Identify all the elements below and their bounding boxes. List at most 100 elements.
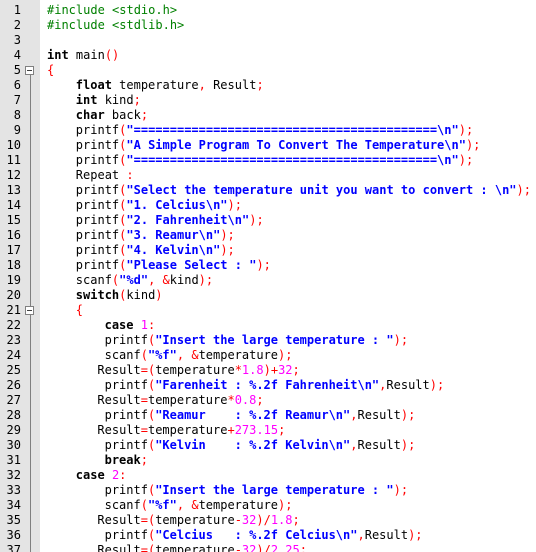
code-line[interactable]: printf("Insert the large temperature : "… bbox=[105, 333, 408, 348]
code-token: "A Simple Program To Convert The Tempera… bbox=[126, 138, 466, 152]
code-token: ); bbox=[408, 528, 423, 542]
code-area[interactable]: #include <stdio.h>#include <stdlib.h> int… bbox=[40, 0, 536, 552]
code-token: ( bbox=[147, 438, 156, 452]
code-token: Result bbox=[97, 393, 141, 407]
code-line[interactable]: Result=(temperature-32)/1.8; bbox=[97, 513, 299, 528]
code-line[interactable]: printf("Kelvin : %.2f Kelvin\n",Result); bbox=[105, 438, 416, 453]
code-line[interactable]: printf("2. Fahrenheit\n"); bbox=[76, 213, 264, 228]
code-token: "4. Kelvin\n" bbox=[126, 243, 221, 257]
code-line[interactable]: Result=(temperature*1.8)+32; bbox=[97, 363, 299, 378]
code-line[interactable]: Result=temperature+273.15; bbox=[97, 423, 285, 438]
code-token: int bbox=[75, 93, 98, 107]
code-token: ; bbox=[133, 93, 141, 107]
code-line[interactable]: #include <stdlib.h> bbox=[47, 18, 184, 33]
line-number: 32 bbox=[6, 468, 21, 482]
code-line[interactable]: Result=(temperature-32)/2.25; bbox=[97, 543, 307, 552]
code-line[interactable]: printf("A Simple Program To Convert The … bbox=[76, 138, 481, 153]
code-token: ); bbox=[393, 483, 409, 497]
code-token: - bbox=[234, 543, 242, 552]
code-line[interactable]: break; bbox=[105, 453, 148, 468]
line-number: 23 bbox=[6, 333, 21, 347]
code-line[interactable]: case 1: bbox=[105, 318, 156, 333]
code-line[interactable]: printf("Please Select : "); bbox=[76, 258, 271, 273]
code-token: printf bbox=[75, 138, 120, 152]
line-number: 14 bbox=[6, 198, 21, 212]
code-line[interactable]: printf("Insert the large temperature : "… bbox=[105, 483, 408, 498]
code-line[interactable]: printf("3. Reamur\n"); bbox=[76, 228, 235, 243]
code-token: ( bbox=[119, 138, 127, 152]
line-number: 5 bbox=[13, 63, 21, 77]
code-token: 273.15 bbox=[234, 423, 279, 437]
code-token: scanf bbox=[104, 498, 141, 512]
code-token: ( bbox=[119, 123, 127, 137]
code-token: ; bbox=[256, 78, 264, 92]
code-line[interactable]: { bbox=[76, 303, 83, 318]
line-number: 35 bbox=[6, 513, 21, 527]
code-token: ) bbox=[155, 288, 163, 302]
line-number: 10 bbox=[6, 138, 21, 152]
code-token: , bbox=[198, 78, 206, 92]
code-token: =( bbox=[140, 543, 156, 552]
code-line[interactable]: char back; bbox=[76, 108, 148, 123]
code-token: printf bbox=[75, 228, 120, 242]
fold-toggle-icon[interactable] bbox=[25, 66, 34, 75]
code-line[interactable]: scanf("%f", &temperature); bbox=[105, 498, 293, 513]
code-line[interactable]: printf("Farenheit : %.2f Fahrenheit\n",R… bbox=[105, 378, 445, 393]
code-token: ( bbox=[147, 528, 156, 542]
code-line[interactable]: float temperature, Result; bbox=[76, 78, 264, 93]
code-line[interactable]: Repeat : bbox=[76, 168, 134, 183]
code-token: ); bbox=[429, 378, 445, 392]
code-line[interactable]: printf("Reamur : %.2f Reamur\n",Result); bbox=[105, 408, 416, 423]
code-token: 1 bbox=[140, 318, 148, 332]
code-line[interactable]: int kind; bbox=[76, 93, 141, 108]
code-token: ); bbox=[458, 123, 474, 137]
line-number: 25 bbox=[6, 363, 21, 377]
code-token: "%f" bbox=[147, 498, 177, 512]
code-token bbox=[134, 318, 141, 332]
code-line[interactable]: printf("1. Celcius\n"); bbox=[76, 198, 242, 213]
code-token: , bbox=[350, 408, 358, 422]
fold-toggle-icon[interactable] bbox=[25, 306, 34, 315]
code-token: ); bbox=[516, 183, 531, 197]
line-number: 26 bbox=[6, 378, 21, 392]
code-token: printf bbox=[75, 153, 120, 167]
code-line[interactable]: printf("Celcius : %.2f Celcius\n",Result… bbox=[105, 528, 423, 543]
code-token: 2 bbox=[111, 468, 120, 482]
code-token: "Celcius : %.2f Celcius\n" bbox=[155, 528, 358, 542]
code-line[interactable]: printf("Select the temperature unit you … bbox=[76, 183, 531, 198]
code-token: case bbox=[104, 318, 134, 332]
line-number: 3 bbox=[13, 33, 21, 47]
code-line[interactable]: printf("4. Kelvin\n"); bbox=[76, 243, 235, 258]
code-token: Result bbox=[386, 378, 430, 392]
code-line[interactable]: #include <stdio.h> bbox=[47, 3, 177, 18]
code-token: ); bbox=[220, 228, 235, 242]
code-token: "Please Select : " bbox=[126, 258, 257, 272]
code-token bbox=[105, 468, 112, 482]
code-token: ; bbox=[292, 513, 300, 527]
code-line[interactable]: scanf("%d", &kind); bbox=[76, 273, 213, 288]
code-line[interactable]: switch(kind) bbox=[76, 288, 163, 303]
code-token: : bbox=[119, 468, 127, 482]
code-token: printf bbox=[75, 243, 120, 257]
code-line[interactable]: int main() bbox=[47, 48, 119, 63]
line-number: 12 bbox=[6, 168, 21, 182]
code-token: kind bbox=[169, 273, 199, 287]
code-token: ( bbox=[119, 183, 127, 197]
code-token: ( bbox=[140, 498, 148, 512]
code-line[interactable]: printf("================================… bbox=[76, 123, 473, 138]
code-token: , bbox=[176, 348, 185, 362]
code-token: ); bbox=[278, 348, 293, 362]
code-token: "2. Fahrenheit\n" bbox=[126, 213, 250, 227]
code-token: Result bbox=[357, 438, 401, 452]
line-number: 31 bbox=[6, 453, 21, 467]
code-line[interactable]: scanf("%f", &temperature); bbox=[105, 348, 293, 363]
code-line[interactable]: printf("================================… bbox=[76, 153, 473, 168]
code-line[interactable]: { bbox=[47, 63, 54, 78]
code-token: Result bbox=[364, 528, 409, 542]
line-number: 4 bbox=[13, 48, 21, 62]
code-token: 1.8 bbox=[270, 513, 293, 527]
code-line[interactable]: Result=temperature*0.8; bbox=[97, 393, 263, 408]
code-line[interactable]: case 2: bbox=[76, 468, 127, 483]
code-token: Result bbox=[357, 408, 401, 422]
